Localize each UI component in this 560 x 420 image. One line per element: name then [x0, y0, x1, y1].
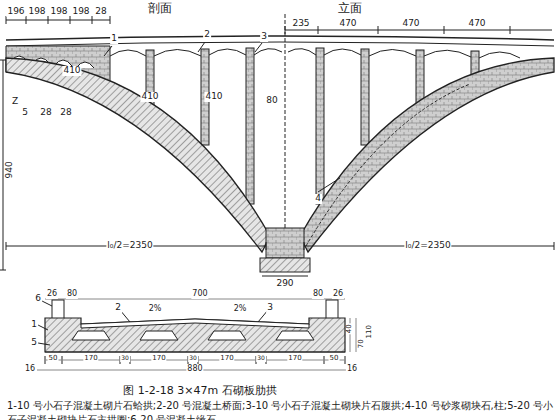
- dimension-label: 470: [467, 19, 486, 29]
- dimension-label: 26: [332, 290, 344, 299]
- dimension-label: 700: [191, 290, 208, 299]
- dimension-label: 30: [256, 355, 266, 362]
- dimension-label: 28: [59, 108, 72, 118]
- dimension-label: 410: [204, 92, 223, 102]
- dimension-label: 16: [346, 365, 358, 374]
- dimension-label: 70: [358, 338, 366, 349]
- dimension-label: 470: [401, 19, 420, 29]
- dimension-label: 235: [291, 19, 310, 29]
- dimension-label: 2%: [233, 305, 248, 314]
- dimension-label: 剖面: [147, 2, 173, 15]
- dimension-label: 198: [71, 7, 90, 17]
- dimension-label: 30: [188, 355, 198, 362]
- callout-number: Z: [11, 97, 19, 107]
- dimension-label: 196: [6, 7, 25, 17]
- dimension-label: 470: [338, 19, 357, 29]
- dimension-label: 198: [49, 7, 68, 17]
- dimension-label: 170: [219, 355, 234, 363]
- dimension-label: 40: [346, 323, 354, 334]
- material-notes: 1-10 号小石子混凝土砌片石蛤拱;2-20 号混凝土桥面;3-10 号小石子混…: [6, 399, 556, 420]
- figure-caption: 图 1-2-18 3×47m 石砌板肋拱: [122, 385, 277, 397]
- dimension-label: 110: [366, 324, 374, 339]
- dimension-label: 170: [83, 355, 98, 363]
- dimension-label: 170: [287, 355, 302, 363]
- dimension-label: 80: [66, 290, 78, 299]
- dimension-label: 198: [27, 7, 46, 17]
- dimension-label: 28: [39, 108, 52, 118]
- dimension-label: l₀/2=2350: [106, 241, 153, 251]
- dimension-label: 28: [94, 7, 107, 17]
- callout-number: 2: [114, 303, 122, 313]
- dimension-label: 170: [151, 355, 166, 363]
- dimension-label: 16: [24, 365, 36, 374]
- dimension-label: 50: [329, 355, 340, 363]
- dimension-label: 30: [120, 355, 130, 362]
- dimension-label: 410: [62, 66, 81, 76]
- callout-number: 3: [260, 32, 268, 42]
- dimension-label: 80: [312, 290, 324, 299]
- dimension-label: 26: [46, 290, 58, 299]
- callout-number: 1: [110, 34, 118, 44]
- callout-number: 1: [30, 320, 38, 330]
- dimension-label: 290: [275, 279, 294, 289]
- callout-number: 2: [203, 30, 211, 40]
- dimension-label: 80: [265, 96, 278, 106]
- callout-number: 5: [21, 108, 29, 118]
- callout-number: 4: [314, 194, 322, 204]
- dimension-label: 50: [48, 355, 59, 363]
- dimension-label: 立面: [337, 2, 363, 15]
- dimension-label: 880: [186, 365, 203, 374]
- dimension-label: 410: [140, 92, 159, 102]
- dimension-label: l₀/2=2350: [404, 241, 451, 251]
- dimension-label: 2%: [148, 305, 163, 314]
- callout-number: 3: [266, 303, 274, 313]
- callout-number: 6: [34, 294, 42, 304]
- dimension-label: 940: [5, 160, 15, 179]
- callout-number: 5: [30, 338, 38, 348]
